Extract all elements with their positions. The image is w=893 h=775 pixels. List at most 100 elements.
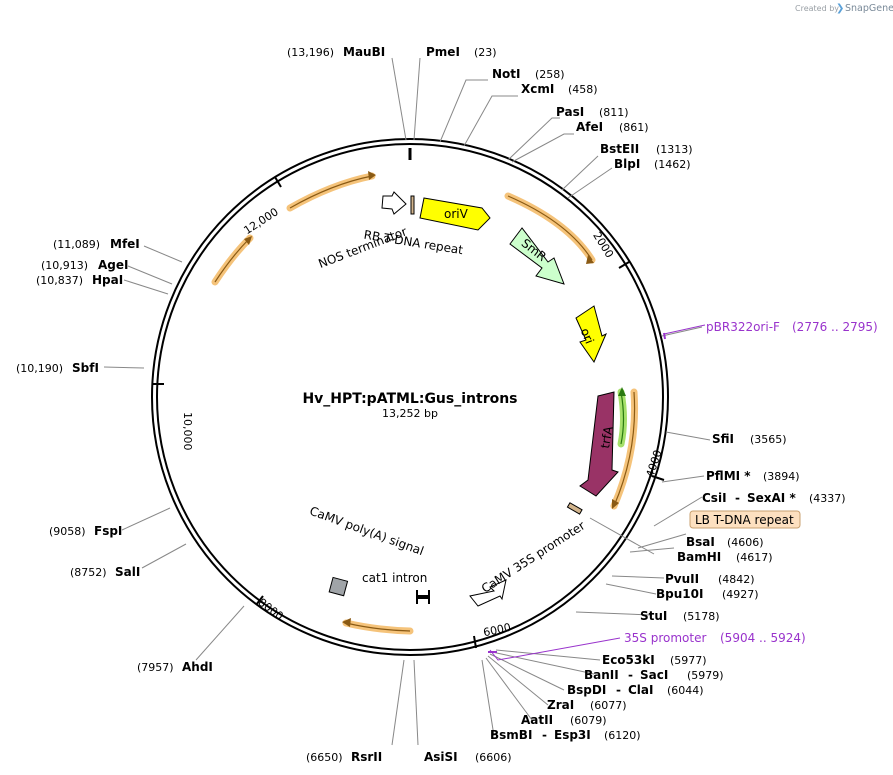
ruler-tick-8000 <box>255 595 264 606</box>
feature-oriV[interactable] <box>419 197 491 231</box>
feature-trfA[interactable] <box>579 391 619 497</box>
site-name-BsaI[interactable]: BsaI <box>686 535 715 549</box>
orf-arc-left <box>211 234 254 286</box>
site-pos-AsiSI: (6606) <box>475 751 512 764</box>
site-pos-BstEII: (1313) <box>656 143 693 156</box>
site-pos-SalI: (8752) <box>70 566 107 579</box>
site-name-CsiI[interactable]: CsiI <box>702 491 727 505</box>
site-name-Esp3I[interactable]: Esp3I <box>554 728 591 742</box>
site-name-BlpI[interactable]: BlpI <box>614 157 640 171</box>
primer-name-35s[interactable]: 35S promoter <box>624 631 706 645</box>
site-pos-MauBI: (13,196) <box>287 46 334 59</box>
site-name-PvuII[interactable]: PvuII <box>665 572 699 586</box>
primer-range-35s: (5904 .. 5924) <box>720 631 806 645</box>
primer-mark-pbr322[interactable] <box>663 332 666 340</box>
feature-label-oriV: oriV <box>444 207 469 221</box>
site-name-StuI[interactable]: StuI <box>640 609 667 623</box>
site-name-ZraI[interactable]: ZraI <box>547 698 574 712</box>
restriction-sites-right: PmeI (23) NotI (258) XcmI (458) PasI (81… <box>424 45 846 764</box>
created-by-text: Created by <box>795 4 839 13</box>
site-pos-AgeI: (10,913) <box>41 259 88 272</box>
site-name-RsrII[interactable]: RsrII <box>351 750 382 764</box>
site-pos-MfeI: (11,089) <box>53 238 100 251</box>
site-name-BsmBI[interactable]: BsmBI <box>490 728 532 742</box>
label-nos-terminator: NOS terminator <box>316 224 408 271</box>
site-pos-ZraI: (6077) <box>590 699 627 712</box>
lb-callout-label: LB T-DNA repeat <box>695 513 794 527</box>
site-pos-FspI: (9058) <box>49 525 86 538</box>
site-name-PasI[interactable]: PasI <box>556 105 584 119</box>
site-pos-XcmI: (458) <box>568 83 598 96</box>
site-name-SacI[interactable]: SacI <box>640 668 668 682</box>
feature-SmR[interactable] <box>509 227 565 285</box>
site-name-XcmI[interactable]: XcmI <box>521 82 554 96</box>
site-pos-Eco53kI: (5977) <box>670 654 707 667</box>
site-name-PflMI[interactable]: PflMI * <box>706 469 751 483</box>
ruler-label-4000: 4000 <box>644 448 665 479</box>
feature-ori[interactable] <box>575 305 607 364</box>
site-name-NotI[interactable]: NotI <box>492 67 521 81</box>
plasmid-name: Hv_HPT:pATML:Gus_introns <box>302 391 517 407</box>
site-name-SbfI[interactable]: SbfI <box>72 361 99 375</box>
primer-line-pbr322 <box>663 324 706 335</box>
ruler-tick-2000 <box>618 261 630 269</box>
site-name-MfeI[interactable]: MfeI <box>110 237 140 251</box>
site-name-BstEII[interactable]: BstEII <box>600 142 639 156</box>
primer-line-35s <box>489 637 621 661</box>
orf-arcs <box>211 171 639 635</box>
site-name-SalI[interactable]: SalI <box>115 565 140 579</box>
site-name-AgeI[interactable]: AgeI <box>98 258 128 272</box>
orf-arrow-icon <box>586 255 594 264</box>
feature-lb-tdna[interactable] <box>566 502 583 515</box>
site-dash: - <box>628 668 633 682</box>
site-pos-PasI: (811) <box>599 106 629 119</box>
site-pos-StuI: (5178) <box>683 610 720 623</box>
feature-cat1-intron[interactable] <box>416 590 430 604</box>
site-name-Bpu10I[interactable]: Bpu10I <box>656 587 703 601</box>
site-pos-BsaI: (4606) <box>727 536 764 549</box>
label-cat1: cat1 intron <box>362 571 427 585</box>
feature-polya[interactable] <box>328 576 349 597</box>
site-name-SexAI[interactable]: SexAI * <box>747 491 796 505</box>
orf-arc-top-left <box>286 172 376 212</box>
feature-35s-promoter[interactable] <box>469 579 507 607</box>
feature-nos-terminator[interactable] <box>381 191 407 215</box>
site-pos-CsiI: (4337) <box>809 492 846 505</box>
site-name-SfiI[interactable]: SfiI <box>712 432 734 446</box>
site-name-ClaI[interactable]: ClaI <box>628 683 653 697</box>
ruler-label-8000: 8000 <box>256 596 286 623</box>
site-dash: - <box>735 491 740 505</box>
site-name-MauBI[interactable]: MauBI <box>343 45 385 59</box>
primer-name-pbr322[interactable]: pBR322ori-F <box>706 320 780 334</box>
site-pos-SfiI: (3565) <box>750 433 787 446</box>
site-name-PmeI[interactable]: PmeI <box>426 45 460 59</box>
site-pos-BlpI: (1462) <box>654 158 691 171</box>
site-name-FspI[interactable]: FspI <box>94 524 122 538</box>
site-dash: - <box>616 683 621 697</box>
site-pos-AfeI: (861) <box>619 121 649 134</box>
site-name-AatII[interactable]: AatII <box>521 713 553 727</box>
site-name-AhdI[interactable]: AhdI <box>182 660 213 674</box>
site-name-HpaI[interactable]: HpaI <box>92 273 123 287</box>
site-pos-BspDI: (6044) <box>667 684 704 697</box>
site-pos-PmeI: (23) <box>474 46 497 59</box>
site-pos-PvuII: (4842) <box>718 573 755 586</box>
snapgene-brand: SnapGene <box>845 3 893 14</box>
lb-callout-box <box>689 510 801 529</box>
snapgene-logo-icon: ❯ <box>836 3 844 14</box>
orf-arrow-icon <box>618 387 626 396</box>
site-name-Eco53kI[interactable]: Eco53kI <box>602 653 655 667</box>
orf-arrow-icon <box>342 618 351 627</box>
site-name-BanII[interactable]: BanII <box>584 668 619 682</box>
site-pos-BanII: (5979) <box>687 669 724 682</box>
orf-arrow-icon <box>368 171 376 180</box>
site-name-BamHI[interactable]: BamHI <box>677 550 721 564</box>
site-name-AsiSI[interactable]: AsiSI <box>424 750 458 764</box>
site-name-AfeI[interactable]: AfeI <box>576 120 603 134</box>
label-polya: CaMV poly(A) signal <box>308 504 426 558</box>
site-name-BspDI[interactable]: BspDI <box>567 683 606 697</box>
feature-rb-tdna[interactable] <box>410 195 415 215</box>
feature-label-ori: ori <box>578 326 597 346</box>
site-pos-SbfI: (10,190) <box>16 362 63 375</box>
